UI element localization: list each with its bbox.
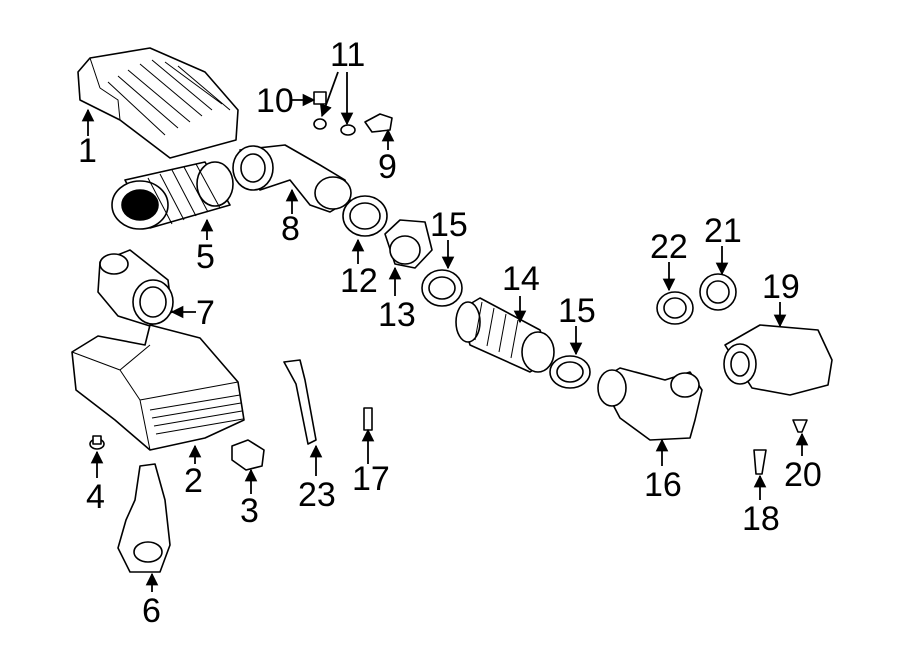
callout-15b: 15 bbox=[558, 292, 596, 330]
callout-5: 5 bbox=[196, 238, 215, 276]
fastener-20 bbox=[792, 419, 808, 433]
callout-11: 11 bbox=[330, 36, 365, 74]
clamp bbox=[342, 195, 388, 237]
pin-17 bbox=[363, 407, 373, 431]
callout-3: 3 bbox=[240, 492, 259, 530]
throttle-adapter bbox=[384, 219, 433, 269]
callout-6: 6 bbox=[142, 592, 161, 630]
mounting-bracket bbox=[117, 463, 171, 573]
bellows-hose bbox=[455, 297, 555, 373]
air-cleaner-cover bbox=[77, 47, 239, 159]
callout-15a: 15 bbox=[430, 206, 468, 244]
callout-19: 19 bbox=[762, 268, 800, 306]
intake-duct bbox=[232, 144, 352, 213]
callout-2: 2 bbox=[184, 462, 203, 500]
callout-4: 4 bbox=[86, 478, 105, 516]
callout-16: 16 bbox=[644, 466, 682, 504]
coupler-21 bbox=[699, 273, 737, 311]
fitting bbox=[313, 91, 356, 136]
callout-1: 1 bbox=[78, 132, 97, 170]
adapter bbox=[97, 249, 174, 327]
retainer-18 bbox=[753, 449, 767, 475]
sensor bbox=[364, 113, 393, 133]
hose-clamp-b bbox=[549, 355, 591, 389]
callout-21: 21 bbox=[704, 212, 742, 250]
callout-17: 17 bbox=[352, 460, 390, 498]
callout-22: 22 bbox=[650, 228, 688, 266]
callout-10: 10 bbox=[256, 82, 294, 120]
callout-13: 13 bbox=[378, 296, 416, 334]
resonator bbox=[723, 324, 833, 396]
resonator-duct bbox=[597, 367, 703, 441]
leader-lines bbox=[81, 71, 809, 592]
callout-18: 18 bbox=[742, 500, 780, 538]
clamp-22 bbox=[656, 291, 694, 325]
callout-9: 9 bbox=[378, 148, 397, 186]
callout-23: 23 bbox=[298, 476, 336, 514]
callout-12: 12 bbox=[340, 262, 378, 300]
filter-element bbox=[111, 161, 234, 230]
callout-20: 20 bbox=[784, 456, 822, 494]
hose-clamp-a bbox=[421, 269, 463, 307]
callout-7: 7 bbox=[196, 294, 215, 332]
bracket bbox=[231, 439, 265, 471]
vent-hose bbox=[283, 359, 317, 445]
bolt bbox=[89, 435, 105, 450]
air-cleaner-housing bbox=[71, 324, 245, 451]
callout-14: 14 bbox=[502, 260, 540, 298]
callout-8: 8 bbox=[281, 210, 300, 248]
